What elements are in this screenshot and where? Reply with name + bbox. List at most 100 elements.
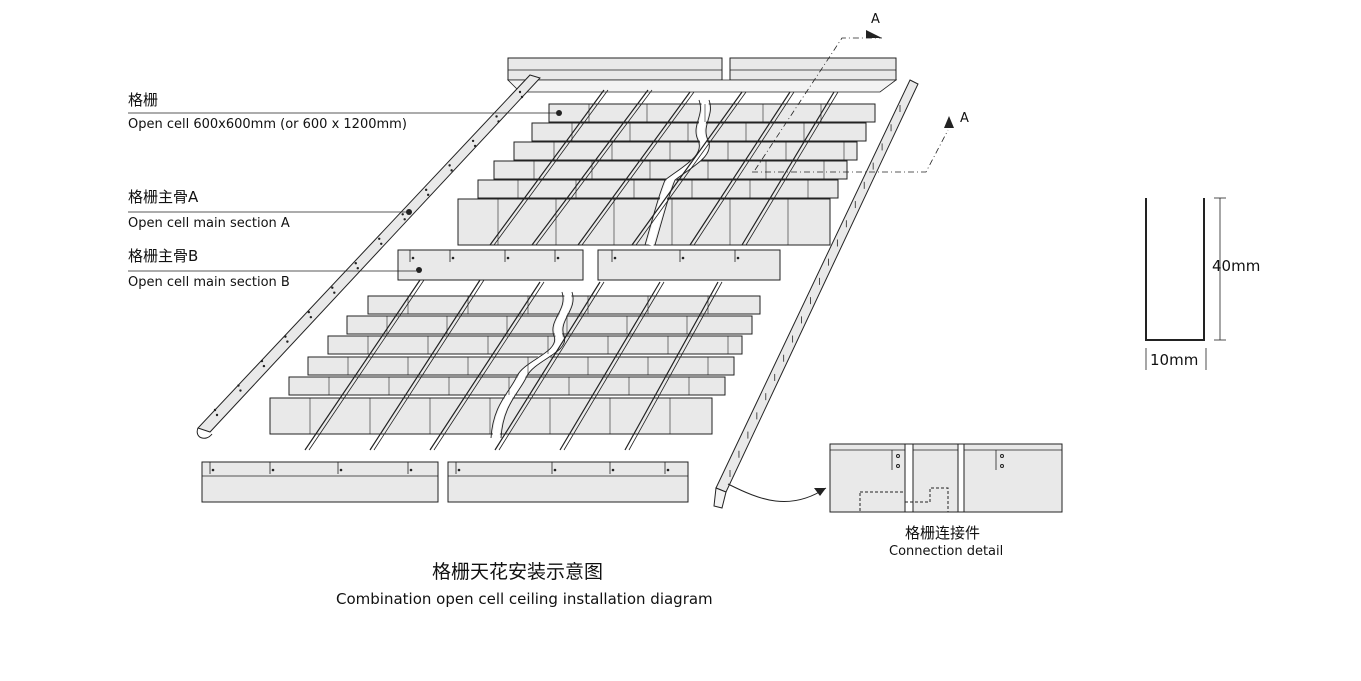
main-a-hole <box>262 364 266 368</box>
right-edge-rail <box>713 79 919 509</box>
main-a-hole <box>380 242 383 245</box>
lower-cross-blade <box>563 281 665 451</box>
bottom-bar-hole <box>211 468 215 472</box>
right-rail-foot <box>713 487 727 509</box>
main-b-hole <box>451 256 455 260</box>
channel-profile <box>1145 197 1226 370</box>
connection-hole <box>896 464 900 468</box>
main-a-hole <box>448 164 451 167</box>
main-a-hole <box>356 267 359 270</box>
upper-break-edge <box>654 99 711 246</box>
main-section-a-rail <box>196 74 541 439</box>
lower-cross-blade <box>304 279 421 451</box>
upper-row-5 <box>477 179 839 199</box>
upper-cross-blade <box>535 89 653 246</box>
bottom-bar-hole <box>553 468 557 472</box>
main-a-rail-body <box>197 74 541 433</box>
main-a-hole <box>497 120 500 123</box>
diagram-title-en: Combination open cell ceiling installati… <box>336 590 713 608</box>
upper-row-6-part <box>457 198 831 246</box>
lower-row-4 <box>307 356 735 376</box>
connection-label-en: Connection detail <box>889 544 1004 559</box>
lower-cross-blade <box>433 281 545 451</box>
lower-row-5-part <box>288 376 726 396</box>
top-bar-left <box>507 57 723 81</box>
main-a-hole <box>237 384 240 387</box>
main-a-hole <box>495 115 498 118</box>
main-a-callout-dot <box>406 209 412 215</box>
main-b-hole <box>506 256 510 260</box>
bottom-bar-hole <box>339 468 343 472</box>
connection-panel <box>829 443 1063 513</box>
profile-width-label: 10mm <box>1150 351 1199 369</box>
main-b-left <box>397 249 584 281</box>
upper-row-1 <box>548 103 876 123</box>
lower-cross-blade <box>373 279 485 451</box>
section-arrow-top <box>866 30 882 38</box>
lower-row-6 <box>269 397 713 435</box>
main-a-hole <box>354 262 357 265</box>
lower-cross-blade <box>308 279 425 451</box>
connection-gap <box>957 443 965 513</box>
upper-row-4 <box>493 160 848 180</box>
main-a-hole <box>284 335 287 338</box>
lower-row-4-part <box>307 356 735 376</box>
main-a-hole <box>239 389 242 392</box>
upper-row-5-part <box>477 179 839 199</box>
diagram-title-cn: 格栅天花安装示意图 <box>432 561 604 583</box>
lower-cross-blade <box>369 279 481 451</box>
main-a-hole <box>426 193 430 197</box>
section-line-right <box>752 129 949 173</box>
lower-row-5 <box>288 376 726 396</box>
upper-break-edge <box>644 99 701 246</box>
main-a-hole <box>403 218 406 221</box>
lower-cross-blade <box>494 281 601 451</box>
main-a-hole <box>401 213 404 216</box>
upper-cross-blade <box>689 91 791 246</box>
main-a-hole <box>331 286 334 289</box>
section-arrow-right <box>944 116 954 128</box>
lower-cross-blade <box>429 281 541 451</box>
top-bar-right <box>729 57 897 81</box>
lower-break-gap <box>492 290 572 439</box>
upper-cross-blade <box>631 91 743 246</box>
lower-row-3-part <box>327 335 743 355</box>
main-b-hole <box>556 256 560 260</box>
lower-cross-blade <box>498 281 605 451</box>
section-markers <box>752 30 954 173</box>
connection-leader-curve <box>727 483 827 502</box>
connection-leader-arrow <box>814 488 826 496</box>
top-main-bar <box>507 57 898 93</box>
grid-label-cn: 格栅 <box>128 91 159 109</box>
bottom-bar-hole <box>666 468 670 472</box>
bottom-bar-hole <box>457 468 461 472</box>
main-section-b-label-cn: 格栅主骨B <box>128 247 199 265</box>
upper-row-4-part <box>493 160 848 180</box>
profile-height-label: 40mm <box>1212 257 1261 275</box>
upper-break-gap <box>646 98 709 246</box>
upper-row-6 <box>457 198 831 246</box>
lower-row-3 <box>327 335 743 355</box>
connection-hole <box>896 454 900 458</box>
main-a-hole <box>518 90 522 94</box>
main-b-callout-dot <box>416 267 422 273</box>
main-a-hole <box>520 95 524 99</box>
main-a-hole <box>286 340 289 343</box>
connection-detail <box>829 443 1063 513</box>
lower-cross-blade <box>559 281 661 451</box>
upper-cross-blade <box>489 89 605 246</box>
bottom-bar-hole <box>271 468 275 472</box>
channel-outline <box>1145 198 1205 341</box>
upper-cross-blade <box>531 89 649 246</box>
upper-cross-blade <box>745 91 839 246</box>
upper-cross-blade <box>581 91 695 246</box>
lower-cross-blade <box>624 281 719 451</box>
grid-label-en: Open cell 600x600mm (or 600 x 1200mm) <box>128 117 407 132</box>
main-section-a-label-en: Open cell main section A <box>128 216 290 231</box>
main-a-hole <box>424 188 428 192</box>
main-a-hole <box>333 291 336 294</box>
callout-leaders <box>128 112 556 272</box>
main-section-b-bar <box>397 249 781 281</box>
